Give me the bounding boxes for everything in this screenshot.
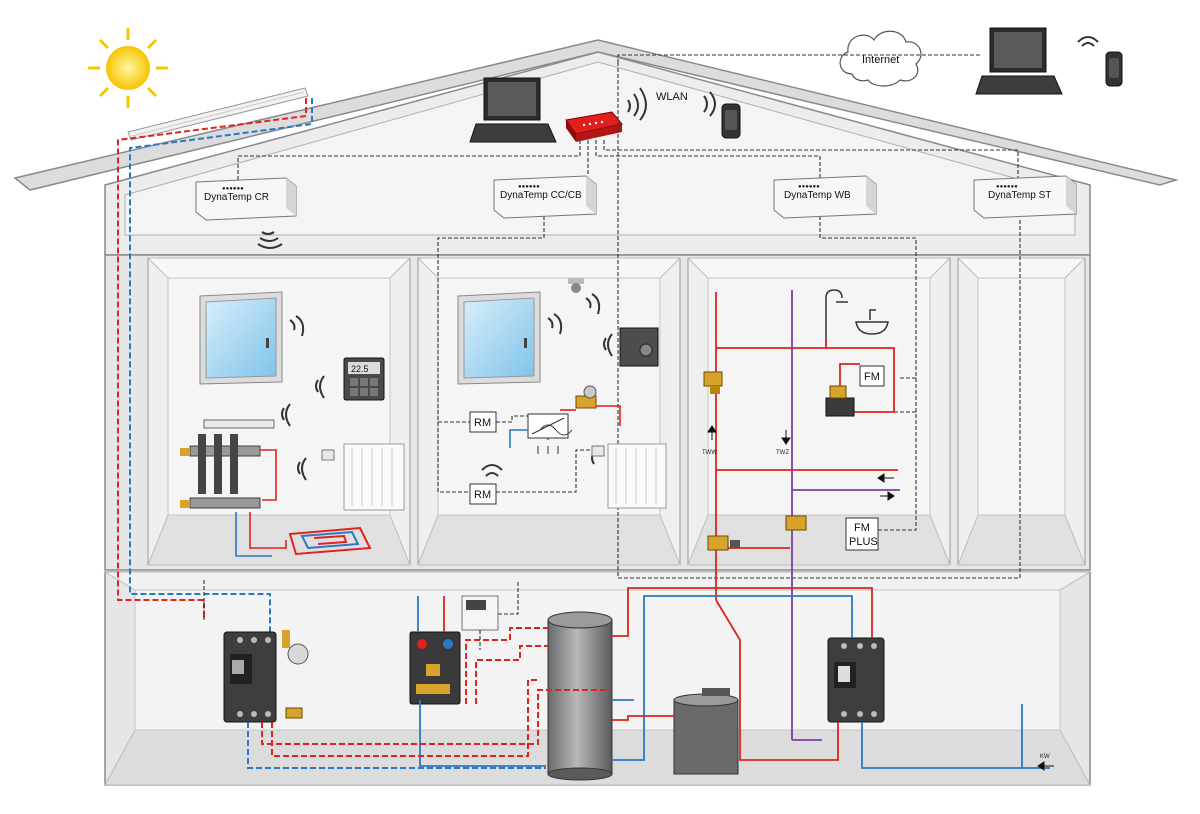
svg-text:●●●●●●: ●●●●●● [798,184,820,190]
fresh-water-station-icon [825,385,855,417]
heat-pump-icon [827,637,885,723]
heating-pipes-room2 [509,405,621,448]
solar-controller-icon[interactable] [461,595,499,631]
wireless-signal-icon [1077,36,1099,47]
laptop-icon [469,77,557,143]
fm-plus-line2: PLUS [849,536,878,548]
controller-label: DynaTemp CC/CB [500,190,582,201]
window-icon [457,291,541,385]
basement-dashed-pipes [247,627,612,769]
svg-text:●●●●●●: ●●●●●● [518,184,540,190]
wireless-signal-icon [281,315,325,481]
ventilation-unit-icon [527,413,573,454]
boiler-icon [223,631,277,723]
radiator-icon [321,443,405,511]
room-radiator [416,257,682,566]
expansion-vessel-icon [282,630,309,665]
flow-arrow-icon [707,425,895,501]
sun-icon [88,28,168,108]
room-thermostat-display[interactable]: 22.5 [343,357,385,401]
secondary-tank-icon [673,688,739,775]
radiator-icon [591,443,667,509]
valve-icon [707,535,740,551]
rm-module[interactable]: RM [469,411,497,433]
underfloor-heating-coil [288,526,372,556]
room-bathroom [686,257,952,566]
wireless-signal-icon [257,231,283,249]
svg-text:●●●●●●: ●●●●●● [222,186,244,192]
fm-plus-module[interactable]: FM PLUS [845,517,879,551]
fm-module[interactable]: FM [859,365,885,387]
fm-label: FM [864,371,880,383]
controller-wb[interactable]: DynaTemp WB ●●●●●● [773,175,877,219]
smartphone-icon [1105,51,1123,87]
solar-loop [117,98,313,632]
internet-label: Internet [862,54,899,66]
cloud-icon [839,30,922,87]
window-icon [199,291,283,385]
rm-label: RM [474,489,491,501]
wlan-label: WLAN [656,91,688,103]
pump-group-icon [409,631,461,705]
valve-icon [703,371,723,394]
room-empty [956,257,1087,566]
solar-collector-icon [127,87,309,141]
presence-sensor-icon [568,278,584,293]
fm-plus-line1: FM [854,522,870,534]
kw-label: KW [1040,754,1050,760]
rm-module[interactable]: RM [469,483,497,505]
controller-st[interactable]: DynaTemp ST ●●●●●● [973,175,1077,219]
control-wiring [237,54,1021,579]
heating-pipes-room1 [235,449,287,557]
controller-label: DynaTemp WB [784,190,851,201]
router-icon [565,111,623,142]
valve-icon [785,515,807,531]
smartphone-icon [721,103,741,139]
inlet-arrow-icon [1037,761,1054,771]
wireless-signal-icon [627,87,716,121]
manifold-icon [180,419,275,509]
basement-pipes [417,587,1050,769]
room-thermostat-icon[interactable] [619,327,659,367]
controller-cr[interactable]: DynaTemp CR ●●●●●● [195,177,297,221]
valve-icon [285,707,303,719]
control-wiring-basement [203,580,519,650]
roof [13,39,1179,191]
controller-cc[interactable]: DynaTemp CC/CB ●●●●●● [493,175,597,219]
twz-label: TWZ [776,450,789,456]
svg-text:●●●●●●: ●●●●●● [996,184,1018,190]
laptop-icon [975,27,1063,95]
rm-label: RM [474,417,491,429]
shower-icon [825,289,848,340]
controller-label: DynaTemp ST [988,190,1051,201]
washbasin-icon [855,309,889,335]
room-temperature: 22.5 [351,364,369,374]
valve-icon [575,385,597,409]
controller-label: DynaTemp CR [204,192,269,203]
circulation-circuit [791,290,900,740]
tww-label: TWW [702,450,717,456]
storage-tank-icon [547,611,613,781]
